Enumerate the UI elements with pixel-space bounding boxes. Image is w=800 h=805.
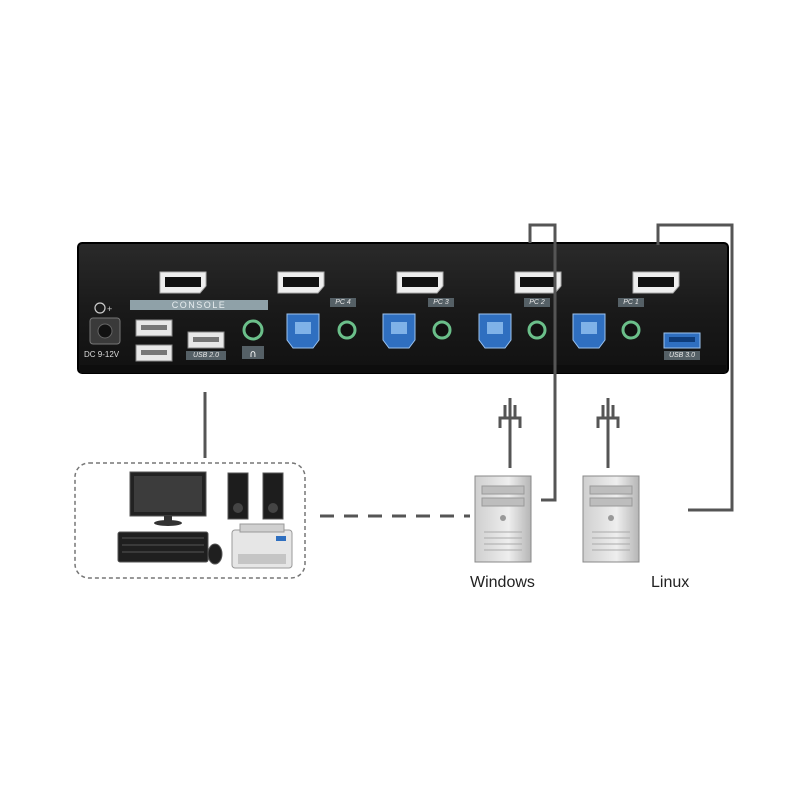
svg-text:+: + (107, 304, 112, 314)
kvm-switch-back-panel: + ∩ (77, 242, 729, 374)
usb3-a-port (663, 332, 701, 360)
cable-plug-icons (498, 398, 620, 468)
windows-label: Windows (470, 574, 535, 591)
dc-power-icon: + (94, 302, 112, 314)
monitor-icon (129, 471, 207, 526)
pc-audio-jacks (337, 320, 641, 340)
pc-tag-boxes (330, 298, 644, 307)
linux-cable (656, 223, 734, 512)
dc-voltage-label: DC 9-12V (84, 350, 120, 359)
linux-label: Linux (651, 574, 690, 591)
console-strip (130, 300, 268, 310)
speakers-icon (227, 472, 284, 520)
console-usb-ports (135, 319, 226, 362)
printer-icon (231, 523, 293, 569)
windows-pc-tower-icon (474, 475, 532, 563)
displayport-ports (159, 271, 680, 294)
windows-cable (528, 223, 557, 502)
pc-tag-2: PC 2 (529, 299, 545, 306)
pc-tag-1: PC 1 (623, 299, 639, 306)
console-usb-tag: USB 2.0 (192, 352, 220, 359)
keyboard-icon (117, 531, 209, 563)
pc-tag-3: PC 3 (433, 299, 449, 306)
mouse-icon (207, 543, 223, 565)
usb3-tag: USB 3.0 (668, 352, 696, 359)
console-peripherals-box (74, 462, 306, 579)
connection-cables (203, 223, 734, 518)
console-audio-jack: ∩ (242, 319, 264, 360)
svg-text:∩: ∩ (249, 349, 256, 360)
console-label: CONSOLE (171, 300, 227, 310)
pc-tag-4: PC 4 (335, 299, 351, 306)
linux-pc-tower-icon (582, 475, 640, 563)
usb3-b-ports (286, 313, 606, 349)
